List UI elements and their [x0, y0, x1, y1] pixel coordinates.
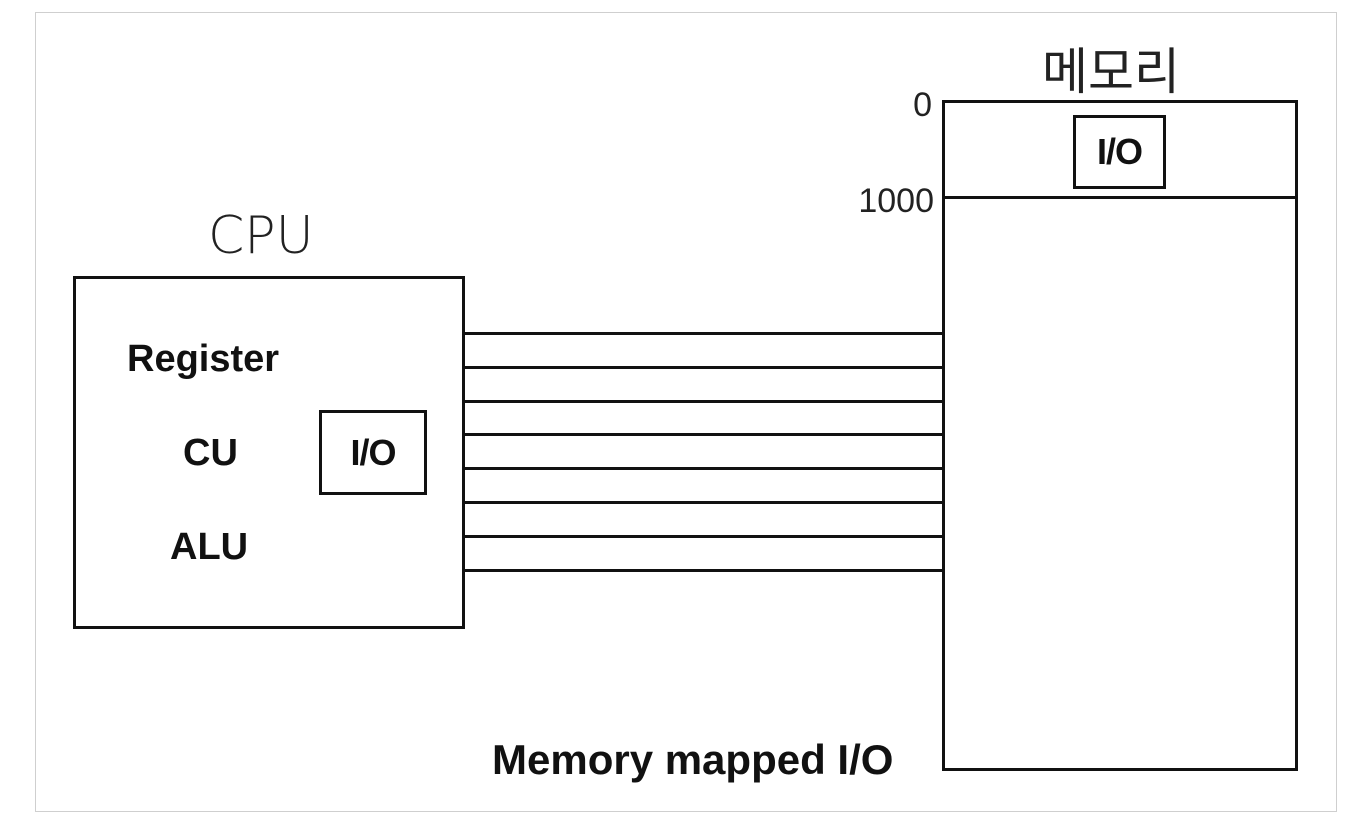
memory-address-boundary: 1000	[858, 182, 934, 220]
bus-line	[462, 433, 944, 436]
cpu-register-label: Register	[127, 338, 280, 380]
memory-io-region-divider	[944, 196, 1296, 199]
diagram-caption: Memory mapped I/O	[492, 736, 894, 783]
memory-title: 메모리	[1042, 43, 1180, 101]
cpu-title: CPU	[208, 206, 314, 266]
cpu-cu-label: CU	[183, 432, 238, 474]
diagram-frame	[35, 12, 1337, 812]
cpu-alu-label: ALU	[170, 526, 249, 568]
memory-io-box: I/O	[1073, 115, 1166, 189]
bus-line	[462, 332, 944, 335]
bus-line	[462, 569, 944, 572]
bus-line	[462, 501, 944, 504]
memory-address-start: 0	[913, 86, 932, 124]
memory-box	[942, 100, 1298, 771]
bus-line	[462, 400, 944, 403]
bus-line	[462, 366, 944, 369]
bus-line	[462, 467, 944, 470]
bus-line	[462, 535, 944, 538]
cpu-io-box: I/O	[319, 410, 427, 495]
